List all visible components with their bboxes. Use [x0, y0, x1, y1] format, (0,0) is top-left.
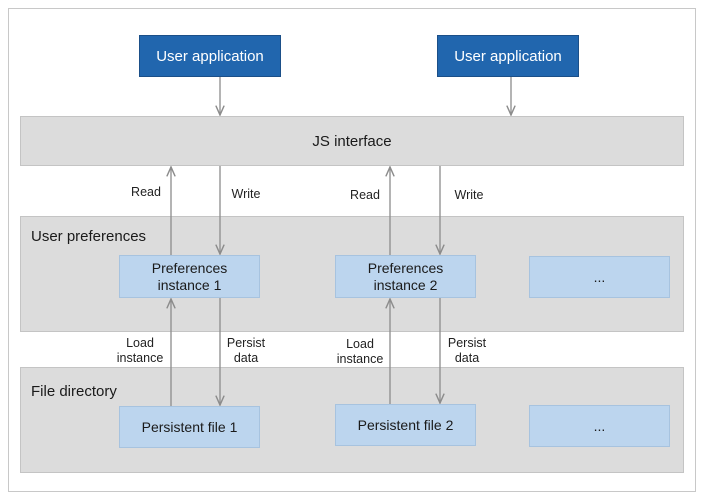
write-label-2: Write	[454, 188, 484, 202]
js-interface-label: JS interface	[312, 132, 392, 150]
preferences-instance-2-label: Preferences instance 2	[367, 259, 444, 293]
preferences-instance-more-label: ...	[593, 268, 606, 285]
preferences-instance-2: Preferences instance 2	[335, 255, 476, 298]
read-label-2: Read	[350, 188, 380, 202]
js-interface-band: JS interface	[20, 116, 684, 166]
persistent-file-more-label: ...	[593, 417, 606, 434]
load-instance-label-1: Load instance	[116, 336, 164, 365]
user-application-1: User application	[139, 35, 281, 77]
persist-data-label-1: Persist data	[226, 336, 266, 365]
write-label-1: Write	[231, 187, 261, 201]
user-preferences-title: User preferences	[31, 228, 147, 245]
persist-data-label-2: Persist data	[447, 336, 487, 365]
user-application-2: User application	[437, 35, 579, 77]
file-directory-title: File directory	[31, 383, 117, 400]
persistent-file-more: ...	[529, 405, 670, 447]
preferences-instance-1: Preferences instance 1	[119, 255, 260, 298]
preferences-instance-more: ...	[529, 256, 670, 298]
preferences-instance-1-label: Preferences instance 1	[151, 259, 228, 293]
persistent-file-1-label: Persistent file 1	[141, 418, 238, 435]
persistent-file-2: Persistent file 2	[335, 404, 476, 446]
user-application-2-label: User application	[454, 47, 562, 65]
read-label-1: Read	[131, 185, 161, 199]
user-application-1-label: User application	[156, 47, 264, 65]
persistent-file-1: Persistent file 1	[119, 406, 260, 448]
load-instance-label-2: Load instance	[336, 337, 384, 366]
persistent-file-2-label: Persistent file 2	[357, 416, 454, 433]
